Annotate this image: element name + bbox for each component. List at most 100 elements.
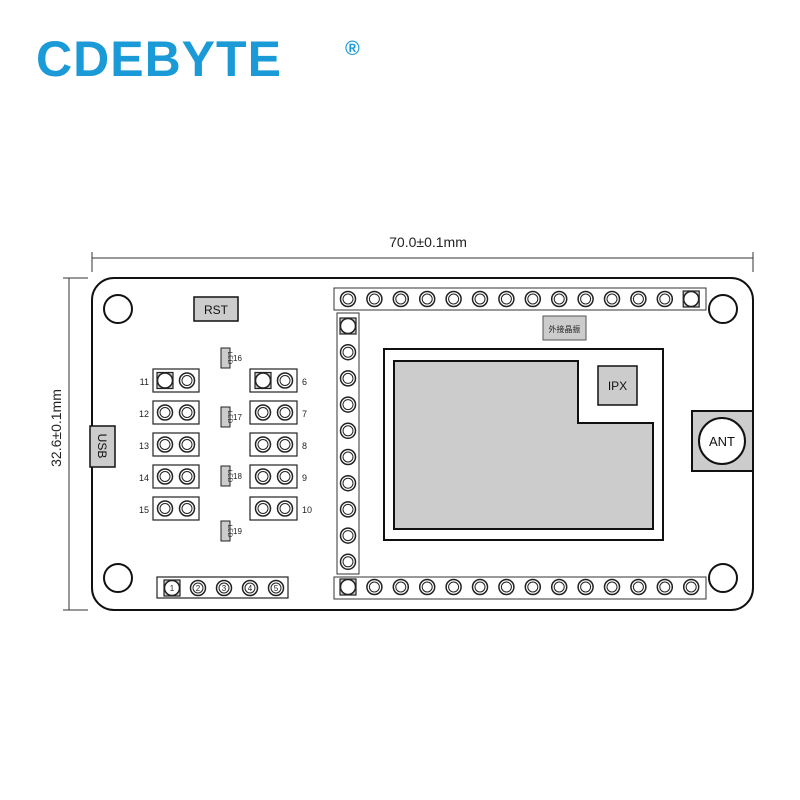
left-header: [336, 312, 360, 575]
pin-label: 15: [139, 505, 149, 515]
mounting-hole: [103, 294, 133, 324]
pin-hole: [244, 582, 256, 594]
pin-hole: [342, 556, 354, 568]
mounting-hole: [708, 563, 738, 593]
led-number: 16: [233, 354, 242, 363]
mounting-holes: [103, 294, 738, 593]
pin-hole: [448, 293, 460, 305]
pin-hole: [342, 399, 354, 411]
pin-hole: [421, 293, 433, 305]
led-label: LED: [226, 525, 233, 538]
crystal-label: 外接晶振: [549, 324, 581, 334]
pin-label: 14: [139, 473, 149, 483]
pin-label: 7: [302, 409, 307, 419]
pin-hole: [181, 503, 193, 514]
pin-hole: [553, 293, 565, 305]
rst-button: [193, 296, 239, 322]
height-dimension: [63, 277, 88, 611]
pin-hole: [342, 372, 354, 384]
pin-hole: [181, 439, 193, 450]
mounting-hole: [708, 294, 738, 324]
led: [220, 520, 231, 542]
pin-number: 3: [222, 584, 227, 593]
usb-label: USB: [95, 434, 109, 459]
led: [220, 347, 231, 369]
pin-hole: [181, 375, 193, 386]
registered-mark: ®: [345, 38, 360, 60]
usb-connector: [89, 425, 116, 468]
pin-hole: [500, 581, 512, 593]
pin-hole: [527, 293, 539, 305]
led-label: LED: [226, 411, 233, 424]
pin-hole: [342, 451, 354, 463]
pin-hole: [279, 439, 291, 450]
pin-hole: [659, 581, 671, 593]
pin-hole: [342, 346, 354, 358]
pin-hole: [192, 582, 204, 594]
pin-hole: [159, 439, 171, 450]
pin-hole: [685, 581, 697, 593]
cdebyte-logo: CDEBYTE: [36, 31, 282, 87]
pin-hole: [279, 503, 291, 514]
pin-label: 10: [302, 505, 312, 515]
pin-hole: [159, 471, 171, 482]
pin-hole: [448, 581, 460, 593]
pin-hole: [659, 293, 671, 305]
pin-label: 11: [140, 377, 149, 387]
pin-hole: [368, 581, 380, 593]
crystal-box: [542, 315, 587, 341]
pin-hole: [632, 293, 644, 305]
pin-pad: [156, 372, 174, 389]
ipx-label: IPX: [608, 379, 627, 393]
pin-hole: [500, 293, 512, 305]
pin-number: 1: [170, 584, 175, 593]
pin-hole: [279, 407, 291, 418]
pin-hole: [279, 375, 291, 386]
led-label: LED: [226, 352, 233, 365]
pin-number: 5: [274, 584, 279, 593]
pin-hole: [159, 503, 171, 514]
pin-hole: [474, 293, 486, 305]
pin-hole: [421, 581, 433, 593]
pin-hole: [181, 471, 193, 482]
pin-hole: [279, 471, 291, 482]
height-label: 32.6±0.1mm: [48, 389, 64, 467]
mounting-hole: [103, 563, 133, 593]
pin-pad: [339, 578, 357, 596]
pin-hole: [342, 425, 354, 437]
pin-hole: [257, 471, 269, 482]
pin-hole: [342, 477, 354, 489]
pin-hole: [218, 582, 230, 594]
pin-hole: [580, 581, 592, 593]
pin-number: 2: [196, 584, 201, 593]
pin-label: 6: [302, 377, 307, 387]
led: [220, 465, 231, 487]
pin-hole: [606, 581, 618, 593]
led-label: LED: [226, 470, 233, 483]
pin-number: 4: [248, 584, 253, 593]
led-number: 18: [233, 472, 242, 481]
led: [220, 406, 231, 428]
module-shield: [393, 360, 654, 530]
pin-hole: [257, 407, 269, 418]
pin-label: 13: [139, 441, 149, 451]
pin-hole: [474, 581, 486, 593]
top-header: [333, 287, 707, 311]
antenna-circle: [698, 417, 746, 465]
pin-hole: [395, 581, 407, 593]
bottom-header: [333, 576, 707, 600]
pin-hole: [342, 503, 354, 515]
pin-pad: [339, 317, 357, 335]
pin-hole: [395, 293, 407, 305]
bottom-5pin-header: 1 2 3 4 5: [156, 576, 289, 599]
pin-hole: [580, 293, 592, 305]
pin-label: 9: [302, 473, 307, 483]
width-dimension: [91, 252, 754, 272]
pin-pad: [254, 372, 272, 389]
pin-hole: [270, 582, 282, 594]
ant-label: ANT: [709, 434, 735, 449]
header-pins: [339, 290, 700, 596]
